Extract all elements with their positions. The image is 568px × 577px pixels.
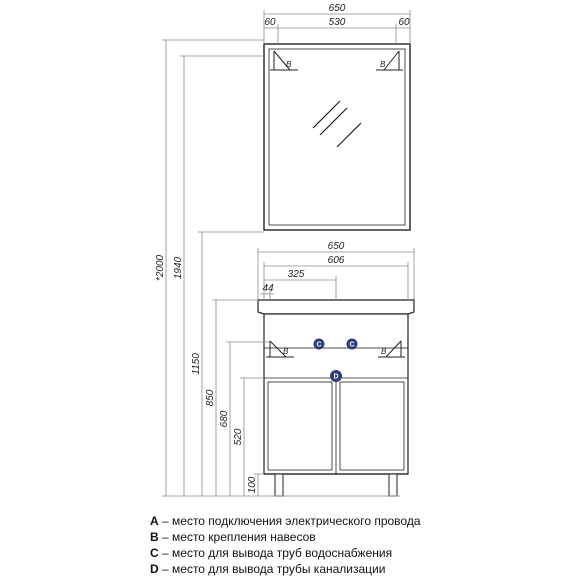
legend-text: – место подключения электрического прово… — [158, 514, 421, 528]
water-marker-c: C — [349, 342, 354, 349]
dim-mirror-width: 650 — [329, 3, 346, 14]
legend-item-a: A – место подключения электрического про… — [150, 513, 550, 529]
vertical-dimensions: *2000 1940 1150 850 680 520 100 — [155, 39, 400, 497]
dim-basin-edge: 44 — [262, 283, 274, 294]
dim-mirror-left: 60 — [264, 17, 276, 28]
dim-height-520: 520 — [233, 428, 244, 445]
vanity-cabinet: B B C C D — [257, 299, 415, 497]
mount-marker-b: B — [286, 60, 292, 69]
water-pipe-marker-left: C — [313, 338, 325, 350]
dim-cabinet-inner: 606 — [328, 255, 345, 266]
mount-marker-b: B — [380, 60, 386, 69]
mirror-mount-right: B — [376, 50, 403, 71]
legend-key: C — [150, 546, 159, 560]
legend-key: B — [150, 530, 159, 544]
dim-height-1150: 1150 — [191, 353, 202, 375]
dim-mirror-right: 60 — [398, 17, 410, 28]
technical-drawing: B B 650 60 530 60 — [155, 3, 415, 497]
legend-item-d: D – место для вывода трубы канализации — [150, 561, 550, 577]
legend-text: – место для вывода труб водоснабжения — [158, 546, 393, 560]
dim-cabinet-width: 650 — [328, 241, 345, 252]
legend-key: A — [150, 514, 159, 528]
water-marker-c: C — [316, 342, 321, 349]
cabinet-mount-left: B — [266, 340, 294, 358]
cabinet-dimensions: 650 606 325 44 — [257, 241, 415, 300]
legend-item-b: B – место крепления навесов — [150, 529, 550, 545]
mirror: B B — [263, 43, 411, 231]
dim-height-total: *2000 — [155, 254, 166, 281]
legend-item-c: C – место для вывода труб водоснабжения — [150, 545, 550, 561]
legend-text: – место крепления навесов — [158, 530, 316, 544]
dim-basin-center: 325 — [288, 269, 305, 280]
drain-marker: D — [330, 370, 342, 382]
mount-marker-b: B — [381, 347, 387, 356]
legend: A – место подключения электрического про… — [150, 513, 550, 577]
dim-height-850: 850 — [205, 389, 216, 406]
dim-height-legs: 100 — [247, 476, 258, 493]
mount-marker-b: B — [283, 347, 289, 356]
legend-text: – место для вывода трубы канализации — [158, 562, 386, 576]
mirror-mount-left: B — [270, 50, 298, 71]
mirror-dimensions: 650 60 530 60 — [263, 3, 411, 44]
dim-height-1940: 1940 — [173, 256, 184, 279]
dim-height-680: 680 — [219, 410, 230, 427]
dim-mirror-inner: 530 — [329, 17, 346, 28]
drain-marker-d: D — [333, 374, 338, 381]
cabinet-mount-right: B — [378, 340, 405, 358]
legend-key: D — [150, 562, 159, 576]
mirror-glare-icon — [312, 100, 362, 148]
water-pipe-marker-right: C — [346, 338, 358, 350]
